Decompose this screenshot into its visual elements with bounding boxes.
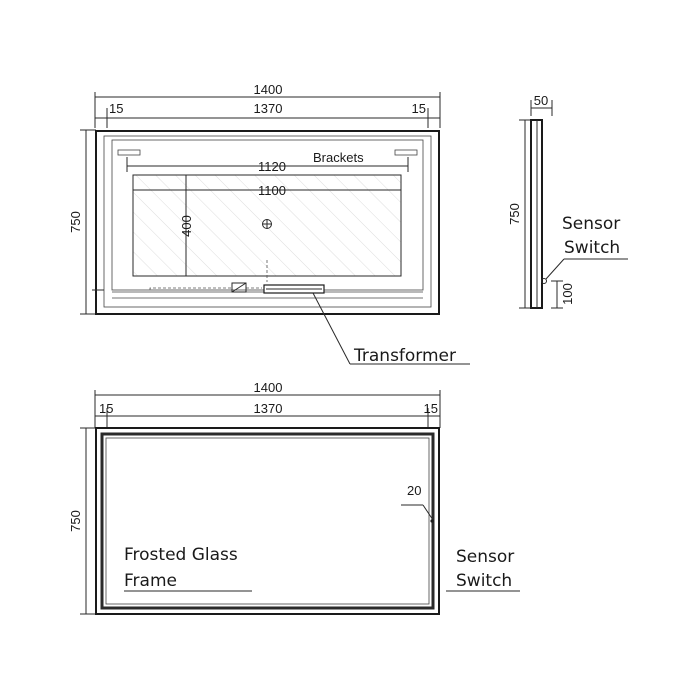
side-sensor-icon bbox=[541, 278, 547, 284]
right-bracket bbox=[394, 149, 418, 156]
side-height-label: 750 bbox=[507, 203, 522, 225]
side-sensor-leader-line bbox=[545, 258, 565, 280]
front-view: 1400 15 1370 15 750 20 Frosted Glass Fra… bbox=[68, 380, 520, 615]
back-outer-frame bbox=[95, 130, 440, 315]
front-overall-width-label: 1400 bbox=[254, 380, 283, 395]
side-sensor-offset-label: 100 bbox=[560, 283, 575, 305]
frame-label-line1: Frosted Glass bbox=[124, 545, 238, 565]
bracket-span-label: 1120 bbox=[258, 159, 286, 174]
side-view: 50 750 Sensor Switch 100 bbox=[507, 93, 628, 309]
front-sensor-label-line1: Sensor bbox=[456, 547, 514, 567]
right-margin-label: 15 bbox=[412, 101, 426, 116]
front-inner-width-label: 1370 bbox=[254, 401, 283, 416]
switch-box-icon bbox=[231, 282, 247, 293]
left-margin-label: 15 bbox=[109, 101, 123, 116]
overall-width-label: 1400 bbox=[254, 82, 283, 97]
height-label: 750 bbox=[68, 211, 83, 233]
side-sensor-label-line1: Sensor bbox=[562, 214, 620, 234]
glass-width-label: 1100 bbox=[258, 183, 286, 198]
inner-width-label: 1370 bbox=[254, 101, 283, 116]
sensor-size-label: 20 bbox=[407, 483, 421, 498]
frame-label-line2: Frame bbox=[124, 571, 177, 591]
front-sensor-label-line2: Switch bbox=[456, 571, 512, 591]
front-left-margin-label: 15 bbox=[99, 401, 113, 416]
left-bracket bbox=[117, 149, 141, 156]
side-depth-label: 50 bbox=[534, 93, 548, 108]
transformer-label: Transformer bbox=[353, 346, 456, 366]
mirror-surface bbox=[105, 437, 430, 605]
transformer-leader-line bbox=[312, 292, 351, 365]
front-sensor-icon bbox=[430, 519, 434, 523]
front-outer-frame bbox=[95, 427, 440, 615]
front-height-label: 750 bbox=[68, 510, 83, 532]
side-sensor-label-line2: Switch bbox=[564, 238, 620, 258]
brackets-label: Brackets bbox=[313, 150, 364, 165]
glass-height-label: 400 bbox=[179, 215, 194, 237]
front-right-margin-label: 15 bbox=[424, 401, 438, 416]
sensor-size-leader-line bbox=[422, 504, 434, 521]
back-view: 1400 15 1370 15 750 1120 Brackets 1100 bbox=[68, 82, 470, 366]
